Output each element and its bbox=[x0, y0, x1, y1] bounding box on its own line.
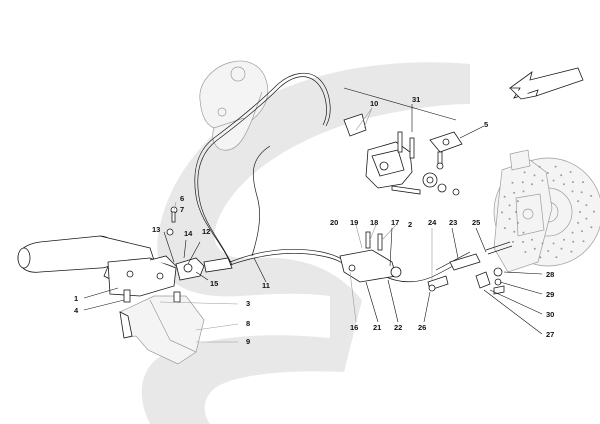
callout-20: 20 bbox=[330, 218, 338, 227]
disc-hole bbox=[503, 227, 506, 230]
disc-hole bbox=[555, 256, 558, 259]
disc-hole bbox=[554, 165, 557, 168]
disc-hole bbox=[503, 195, 506, 198]
disc-hole bbox=[571, 231, 574, 234]
disc-hole bbox=[579, 211, 581, 213]
disc-hole bbox=[531, 183, 533, 186]
disc-hole bbox=[571, 190, 574, 193]
disc-hole bbox=[539, 256, 542, 259]
brake-disc-assembly bbox=[493, 149, 600, 273]
disc-hole bbox=[582, 240, 585, 243]
disc-hole bbox=[511, 181, 514, 184]
disc-hole bbox=[585, 204, 588, 207]
callout-10: 10 bbox=[370, 99, 378, 108]
disc-hole bbox=[580, 230, 583, 233]
callout-28: 28 bbox=[546, 270, 554, 279]
callout-19: 19 bbox=[350, 218, 358, 227]
disc-hole bbox=[577, 200, 580, 203]
callout-18: 18 bbox=[370, 218, 378, 227]
disc-hole bbox=[541, 179, 544, 182]
disc-hole bbox=[521, 181, 524, 184]
callout-8: 8 bbox=[246, 319, 250, 328]
disc-hole bbox=[577, 221, 580, 224]
callout-31: 31 bbox=[412, 95, 420, 104]
callout-25: 25 bbox=[472, 218, 480, 227]
disc-hole bbox=[580, 191, 583, 194]
leader-lines bbox=[83, 87, 543, 343]
brake-cables bbox=[194, 72, 513, 283]
disc-hole bbox=[513, 191, 516, 194]
disc-hole bbox=[569, 171, 572, 173]
callout-26: 26 bbox=[418, 323, 426, 332]
disc-hole bbox=[515, 211, 517, 213]
disc-hole bbox=[522, 190, 525, 193]
disc-hole bbox=[560, 174, 563, 177]
disc-hole bbox=[533, 247, 536, 250]
callout-9: 9 bbox=[246, 337, 250, 346]
callout-24: 24 bbox=[428, 218, 437, 227]
disc-hole bbox=[552, 242, 555, 245]
lower-mount-bracket bbox=[119, 289, 205, 365]
callout-13: 13 bbox=[152, 225, 160, 234]
callout-3: 3 bbox=[246, 299, 250, 308]
disc-hole bbox=[516, 200, 519, 203]
disc-hole bbox=[571, 181, 574, 183]
callout-27: 27 bbox=[546, 330, 554, 339]
callout-1: 1 bbox=[74, 294, 78, 303]
callout-23: 23 bbox=[449, 218, 457, 227]
callout-5: 5 bbox=[484, 120, 488, 129]
disc-hole bbox=[570, 250, 573, 253]
disc-hole bbox=[512, 240, 514, 243]
disc-hole bbox=[531, 238, 533, 241]
callout-29: 29 bbox=[546, 290, 554, 299]
callout-30: 30 bbox=[546, 310, 554, 319]
disc-hole bbox=[590, 226, 593, 229]
disc-hole bbox=[501, 211, 503, 214]
disc-hole bbox=[523, 171, 526, 174]
disc-hole bbox=[513, 230, 516, 233]
disc-hole bbox=[590, 194, 593, 197]
disc-hole bbox=[524, 251, 527, 253]
disc-hole bbox=[572, 240, 575, 243]
callout-14: 14 bbox=[184, 229, 193, 238]
callout-6: 6 bbox=[180, 194, 184, 203]
disc-hole bbox=[552, 179, 555, 182]
disc-hole bbox=[522, 231, 525, 234]
handbrake-lever bbox=[17, 235, 177, 297]
disc-hole bbox=[533, 174, 536, 177]
callout-12: 12 bbox=[202, 227, 210, 236]
disc-hole bbox=[508, 204, 511, 207]
disc-hole bbox=[563, 238, 565, 241]
disc-hole bbox=[522, 241, 525, 243]
disc-hole bbox=[508, 217, 511, 220]
callout-17: 17 bbox=[391, 218, 399, 227]
background-band bbox=[141, 62, 470, 424]
callout-7: 7 bbox=[180, 205, 184, 214]
callout-2: 2 bbox=[408, 220, 412, 229]
callout-22: 22 bbox=[394, 323, 402, 332]
disc-hole bbox=[546, 172, 549, 174]
direction-arrow-icon bbox=[508, 67, 584, 100]
callout-16: 16 bbox=[350, 323, 358, 332]
disc-hole bbox=[582, 181, 584, 184]
disc-hole bbox=[547, 250, 550, 252]
disc-hole bbox=[560, 247, 563, 250]
callout-15: 15 bbox=[210, 279, 218, 288]
disc-hole bbox=[538, 165, 541, 168]
callout-4: 4 bbox=[74, 306, 79, 315]
disc-hole bbox=[585, 217, 588, 220]
callout-21: 21 bbox=[373, 323, 381, 332]
disc-hole bbox=[541, 242, 544, 245]
upper-knuckle bbox=[199, 60, 269, 151]
callout-11: 11 bbox=[262, 281, 270, 290]
disc-hole bbox=[593, 210, 595, 213]
caliper-mechanism bbox=[343, 113, 463, 196]
callout-labels: 1 2 3 4 5 6 7 8 9 10 11 12 13 14 15 16 1… bbox=[74, 95, 554, 346]
disc-hole bbox=[563, 183, 565, 186]
disc-hole bbox=[516, 221, 519, 224]
cable-bracket-middle bbox=[339, 231, 505, 295]
